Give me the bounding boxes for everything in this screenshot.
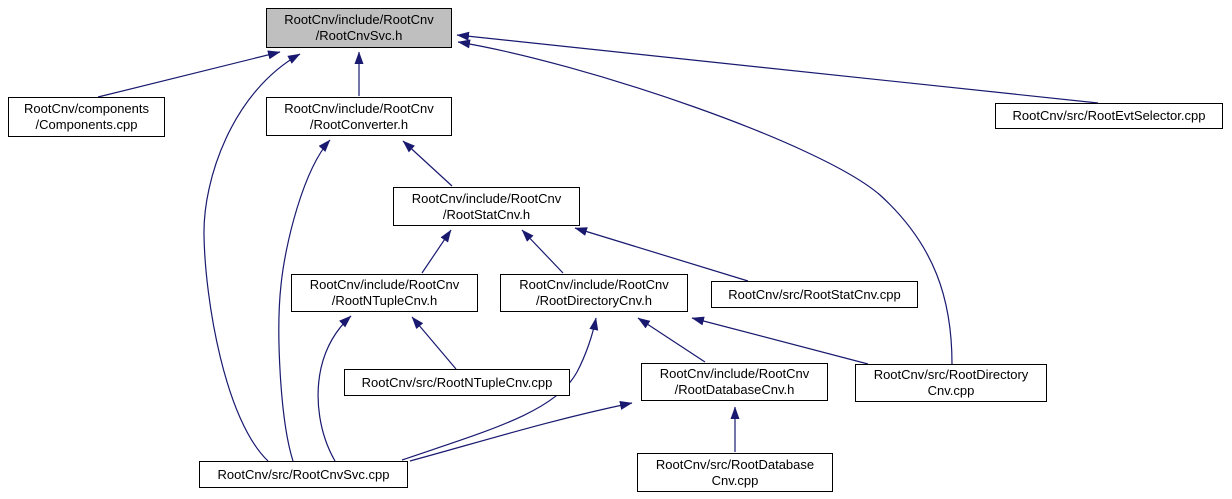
edge-rootstatcnv-cpp-to-rootstatcnv-h bbox=[574, 227, 749, 282]
node-rootevtselector-cpp[interactable]: RootCnv/src/RootEvtSelector.cpp bbox=[995, 103, 1223, 129]
edge-rootevtselector-cpp-to-rootcnvsvc-h bbox=[456, 31, 1099, 104]
node-rootntuplecnv-cpp[interactable]: RootCnv/src/RootNTupleCnv.cpp bbox=[344, 369, 570, 396]
node-rootcnvsvc-h[interactable]: RootCnv/include/RootCnv /RootCnvSvc.h bbox=[266, 8, 452, 48]
node-components-cpp[interactable]: RootCnv/components /Components.cpp bbox=[8, 97, 165, 137]
edge-rootcnvsvc-cpp-to-rootdatabasecnv-h bbox=[409, 401, 633, 462]
node-rootntuplecnv-h[interactable]: RootCnv/include/RootCnv /RootNTupleCnv.h bbox=[291, 274, 478, 312]
node-rootconverter-h[interactable]: RootCnv/include/RootCnv /RootConverter.h bbox=[266, 97, 452, 136]
edge-rootstatcnv-h-to-rootconverter-h bbox=[402, 140, 453, 187]
node-rootdirectorycnv-h[interactable]: RootCnv/include/RootCnv /RootDirectoryCn… bbox=[500, 274, 688, 312]
node-rootcnvsvc-cpp[interactable]: RootCnv/src/RootCnvSvc.cpp bbox=[199, 461, 408, 488]
node-rootstatcnv-h[interactable]: RootCnv/include/RootCnv /RootStatCnv.h bbox=[393, 187, 580, 226]
edge-rootntuplecnv-cpp-to-rootntuplecnv-h bbox=[411, 316, 457, 370]
edge-rootcnvsvc-cpp-to-rootcnvsvc-h bbox=[203, 53, 301, 462]
node-rootdatabasecnv-cpp[interactable]: RootCnv/src/RootDatabase Cnv.cpp bbox=[637, 453, 833, 492]
edge-rootdirectorycnv-h-to-rootstatcnv-h bbox=[521, 229, 564, 274]
node-rootdatabasecnv-h[interactable]: RootCnv/include/RootCnv /RootDatabaseCnv… bbox=[641, 363, 828, 401]
edge-rootcnvsvc-cpp-to-rootntuplecnv-h bbox=[317, 315, 352, 462]
node-rootstatcnv-cpp[interactable]: RootCnv/src/RootStatCnv.cpp bbox=[711, 281, 918, 308]
edge-rootdatabasecnv-h-to-rootdirectorycnv-h bbox=[637, 317, 706, 363]
edge-rootntuplecnv-h-to-rootstatcnv-h bbox=[421, 229, 452, 274]
edge-rootcnvsvc-cpp-to-rootconverter-h bbox=[278, 139, 331, 462]
edge-rootdirectorycnv-cpp-to-rootdirectorycnv-h bbox=[691, 316, 869, 365]
edge-components-cpp-to-rootcnvsvc-h bbox=[97, 50, 281, 98]
edge-rootdirectorycnv-cpp-to-rootcnvsvc-h bbox=[457, 39, 953, 365]
node-rootdirectorycnv-cpp[interactable]: RootCnv/src/RootDirectory Cnv.cpp bbox=[855, 364, 1047, 402]
